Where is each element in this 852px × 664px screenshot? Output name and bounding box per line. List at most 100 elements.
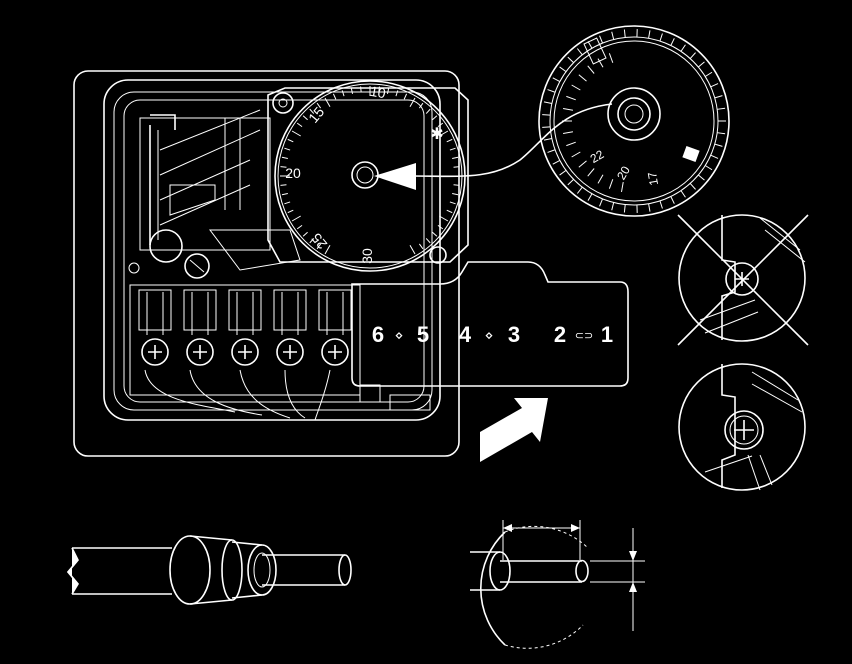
- detail-tooth: [710, 154, 719, 159]
- detail-scale-tick: [608, 53, 614, 63]
- detail-tooth: [698, 61, 705, 68]
- dial-tick: [453, 184, 460, 186]
- terminal-screw: [321, 338, 349, 366]
- detail-tooth: [659, 200, 663, 209]
- dial-tick: [439, 130, 449, 137]
- dial-label-20: 20: [285, 165, 301, 181]
- screw-detail-wrong: [677, 214, 809, 346]
- detail-tooth: [623, 29, 626, 38]
- detail-tooth: [670, 38, 675, 46]
- detail-scale-tick: [608, 179, 614, 189]
- detail-tooth: [587, 193, 593, 201]
- dial-tick: [425, 108, 431, 114]
- terminal-clamp: [228, 289, 262, 331]
- detail-scale-tick: [566, 141, 576, 147]
- dial-tick: [302, 231, 308, 237]
- dial-tick: [452, 156, 459, 160]
- snowflake-icon: ✱: [430, 126, 443, 143]
- dial-tick: [324, 245, 331, 255]
- detail-tooth: [587, 41, 593, 49]
- detail-scale-tick: [566, 95, 576, 101]
- dial-tick: [280, 166, 287, 168]
- detail-tooth: [543, 137, 552, 141]
- terminal-block: [129, 284, 361, 421]
- terminal-screw: [141, 338, 169, 366]
- dial-label-30: 30: [359, 248, 375, 264]
- detail-tooth: [689, 52, 696, 59]
- phillips-slot: [328, 345, 342, 359]
- dial-tick: [446, 138, 453, 143]
- dial-tick: [409, 245, 416, 255]
- detail-scale-tick: [578, 160, 587, 168]
- dial-tick: [386, 87, 390, 94]
- dial-tick: [418, 243, 424, 250]
- detail-tooth: [611, 31, 615, 40]
- dial-tick: [403, 93, 408, 100]
- dial-tick: [284, 147, 291, 151]
- dial-tick: [280, 184, 287, 186]
- detail-tooth: [648, 30, 651, 39]
- detail-tooth: [611, 202, 615, 211]
- dial-tick: [418, 102, 424, 109]
- separator-link: ⊂⊃: [575, 330, 593, 342]
- detail-tooth: [680, 44, 686, 52]
- detail-tooth: [543, 101, 552, 105]
- detail-tooth: [542, 126, 551, 128]
- dial-tick: [432, 231, 438, 237]
- detail-tooth: [576, 186, 583, 194]
- separator-diamond-1: ⋄: [395, 327, 404, 343]
- dial-tick: [316, 243, 322, 250]
- detail-tooth: [717, 107, 726, 110]
- temperature-dial: 10 15 20 25 30 ✱: [267, 80, 469, 272]
- detail-tooth: [648, 203, 651, 212]
- dial-tick: [284, 201, 291, 205]
- detail-dial: 22 20 17: [538, 25, 730, 217]
- detail-scale-tick: [571, 151, 581, 158]
- detail-scale-tick: [587, 65, 595, 74]
- detail-tooth: [714, 95, 723, 99]
- curved-arrow: [374, 103, 613, 190]
- detail-label-20: 20: [614, 163, 633, 182]
- detail-tooth: [559, 169, 567, 176]
- detail-tooth: [710, 83, 719, 88]
- detail-tooth: [599, 198, 603, 207]
- dial-tick: [332, 93, 337, 100]
- dial-tick: [350, 87, 354, 94]
- detail-tooth: [552, 77, 561, 83]
- detail-tooth: [698, 174, 705, 181]
- dial-tick: [341, 90, 345, 97]
- dial-tick: [439, 215, 449, 222]
- dial-tick: [446, 209, 453, 214]
- terminal-clamp: [138, 289, 172, 331]
- dial-label-15: 15: [305, 104, 327, 126]
- dial-tick: [449, 201, 456, 205]
- detail-tooth: [559, 66, 567, 73]
- detail-tooth: [659, 33, 663, 42]
- terminal-label-plate: 6 ⋄ 5 4 ⋄ 3 2 ⊂⊃ 1: [351, 261, 629, 387]
- terminal-clamp: [273, 289, 307, 331]
- dial-tick: [360, 86, 362, 93]
- dial-tick: [287, 138, 294, 143]
- detail-tooth: [704, 71, 713, 77]
- detail-scale-tick: [621, 181, 624, 192]
- dial-tick: [409, 97, 416, 107]
- terminal-label-5: 5: [417, 322, 429, 347]
- detail-scale-tick: [597, 58, 604, 68]
- dial-tick: [281, 156, 288, 160]
- detail-tooth: [714, 143, 723, 147]
- internal-mechanism: [128, 109, 431, 411]
- dial-tick: [296, 122, 303, 128]
- terminal-clamp: [183, 289, 217, 331]
- screw-detail-correct: [678, 363, 806, 491]
- dial-tick: [324, 97, 331, 107]
- detail-label-22: 22: [588, 147, 607, 166]
- detail-tooth: [567, 178, 574, 186]
- dial-label-25: 25: [308, 230, 330, 252]
- terminal-clamp: [318, 289, 352, 331]
- dial-tick: [291, 215, 301, 222]
- terminal-label-4: 4: [459, 322, 472, 347]
- ferrule-wire: [66, 535, 352, 605]
- insert-arrow: [480, 398, 548, 462]
- dial-spindle: [351, 161, 379, 189]
